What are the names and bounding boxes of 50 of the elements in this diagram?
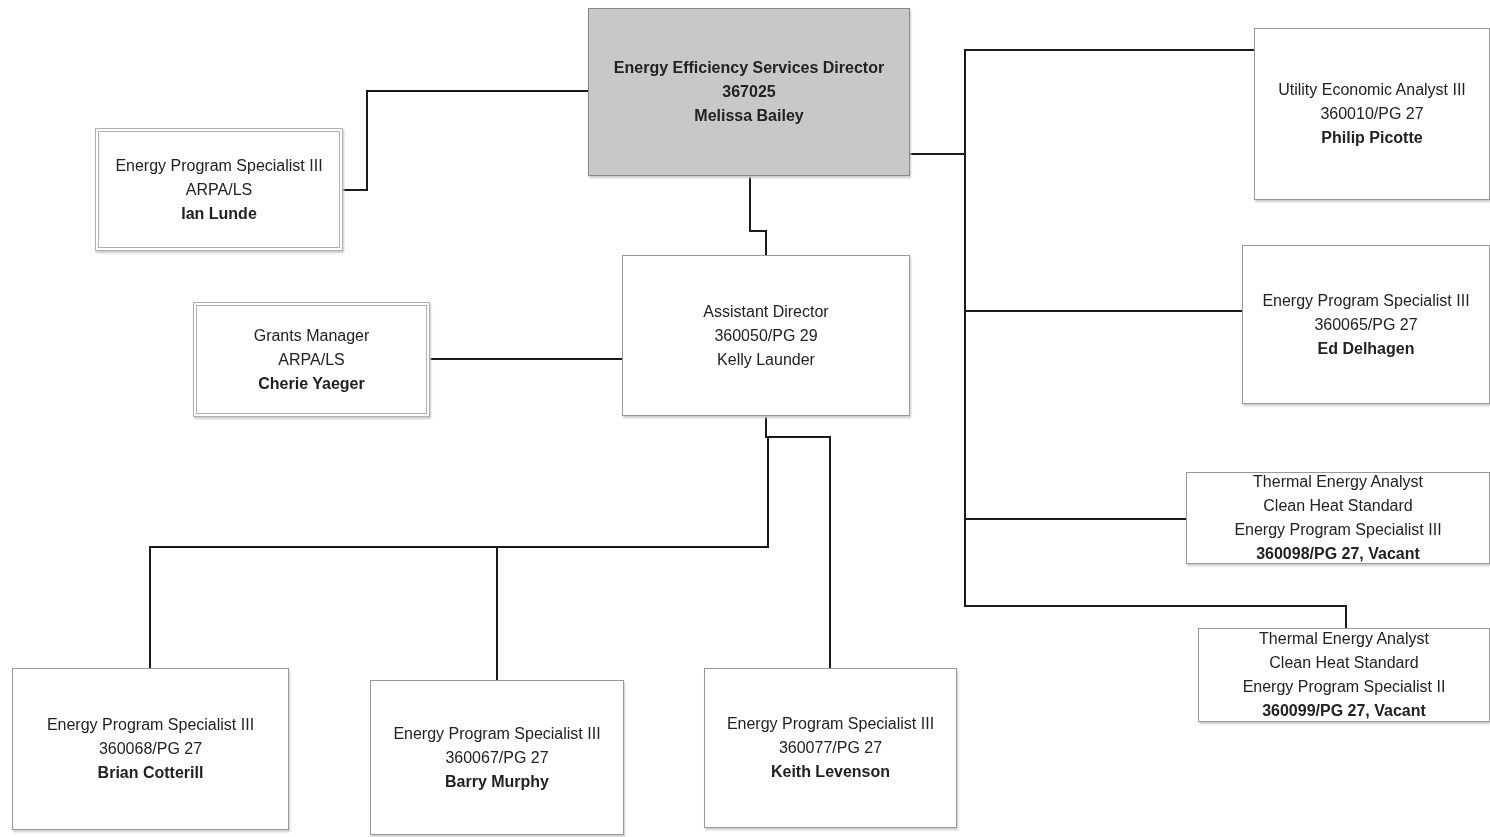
position-text: 360065/PG 27	[1314, 314, 1418, 335]
position-text: Energy Program Specialist III	[46, 715, 255, 735]
position-text: Barry Murphy	[445, 771, 549, 792]
position-text: Energy Program Specialist II	[1242, 677, 1446, 697]
position-text: Thermal Energy Analyst	[1253, 472, 1423, 492]
position-text: 360067/PG 27	[445, 747, 549, 768]
position-box	[12, 668, 289, 830]
position-text: Melissa Bailey	[694, 106, 804, 126]
position-text: Energy Program Specialist III	[1234, 520, 1442, 540]
position-text: Energy Efficiency Services Director	[613, 58, 885, 78]
position-box	[704, 668, 957, 828]
position-text: Thermal Energy Analyst	[1259, 629, 1429, 649]
position-box	[1186, 472, 1490, 564]
position-box	[1198, 628, 1490, 722]
position-text: Energy Program Specialist III	[393, 723, 601, 744]
position-box	[622, 255, 910, 416]
position-text: Clean Heat Standard	[1269, 653, 1419, 673]
position-text: ARPA/LS	[278, 349, 345, 370]
position-text: Clean Heat Standard	[1263, 496, 1413, 516]
position-text: 360068/PG 27	[98, 739, 203, 759]
position-text: Philip Picotte	[1321, 128, 1423, 148]
position-box	[370, 680, 624, 835]
position-text: Utility Economic Analyst III	[1278, 80, 1466, 100]
connector-line	[342, 90, 589, 191]
position-box	[95, 128, 343, 251]
connector-line	[765, 415, 831, 669]
position-text: Brian Cotterill	[97, 763, 204, 783]
position-box	[1242, 245, 1490, 404]
position-text: Kelly Launder	[717, 349, 815, 370]
position-text: Energy Program Specialist III	[115, 155, 323, 176]
position-text: Assistant Director	[703, 301, 829, 322]
position-text: Ed Delhagen	[1317, 338, 1415, 359]
position-text: Grants Manager	[253, 325, 370, 346]
position-text: Cherie Yaeger	[258, 373, 365, 394]
position-text: 367025	[722, 82, 776, 102]
position-text: Ian Lunde	[181, 203, 257, 224]
position-text: Energy Program Specialist III	[726, 714, 935, 734]
position-box	[193, 302, 430, 417]
position-text: 360010/PG 27	[1320, 104, 1424, 124]
position-text: ARPA/LS	[185, 179, 253, 200]
position-box	[588, 8, 910, 176]
connector-line	[749, 175, 767, 256]
position-text: Energy Program Specialist III	[1262, 290, 1470, 311]
position-text: 360098/PG 27, Vacant	[1256, 544, 1420, 564]
position-text: Keith Levenson	[770, 762, 891, 782]
position-text: 360050/PG 29	[714, 325, 818, 346]
position-box	[1254, 28, 1490, 200]
position-text: 360099/PG 27, Vacant	[1262, 701, 1426, 721]
connector-line	[429, 358, 623, 360]
position-text: 360077/PG 27	[778, 738, 883, 758]
